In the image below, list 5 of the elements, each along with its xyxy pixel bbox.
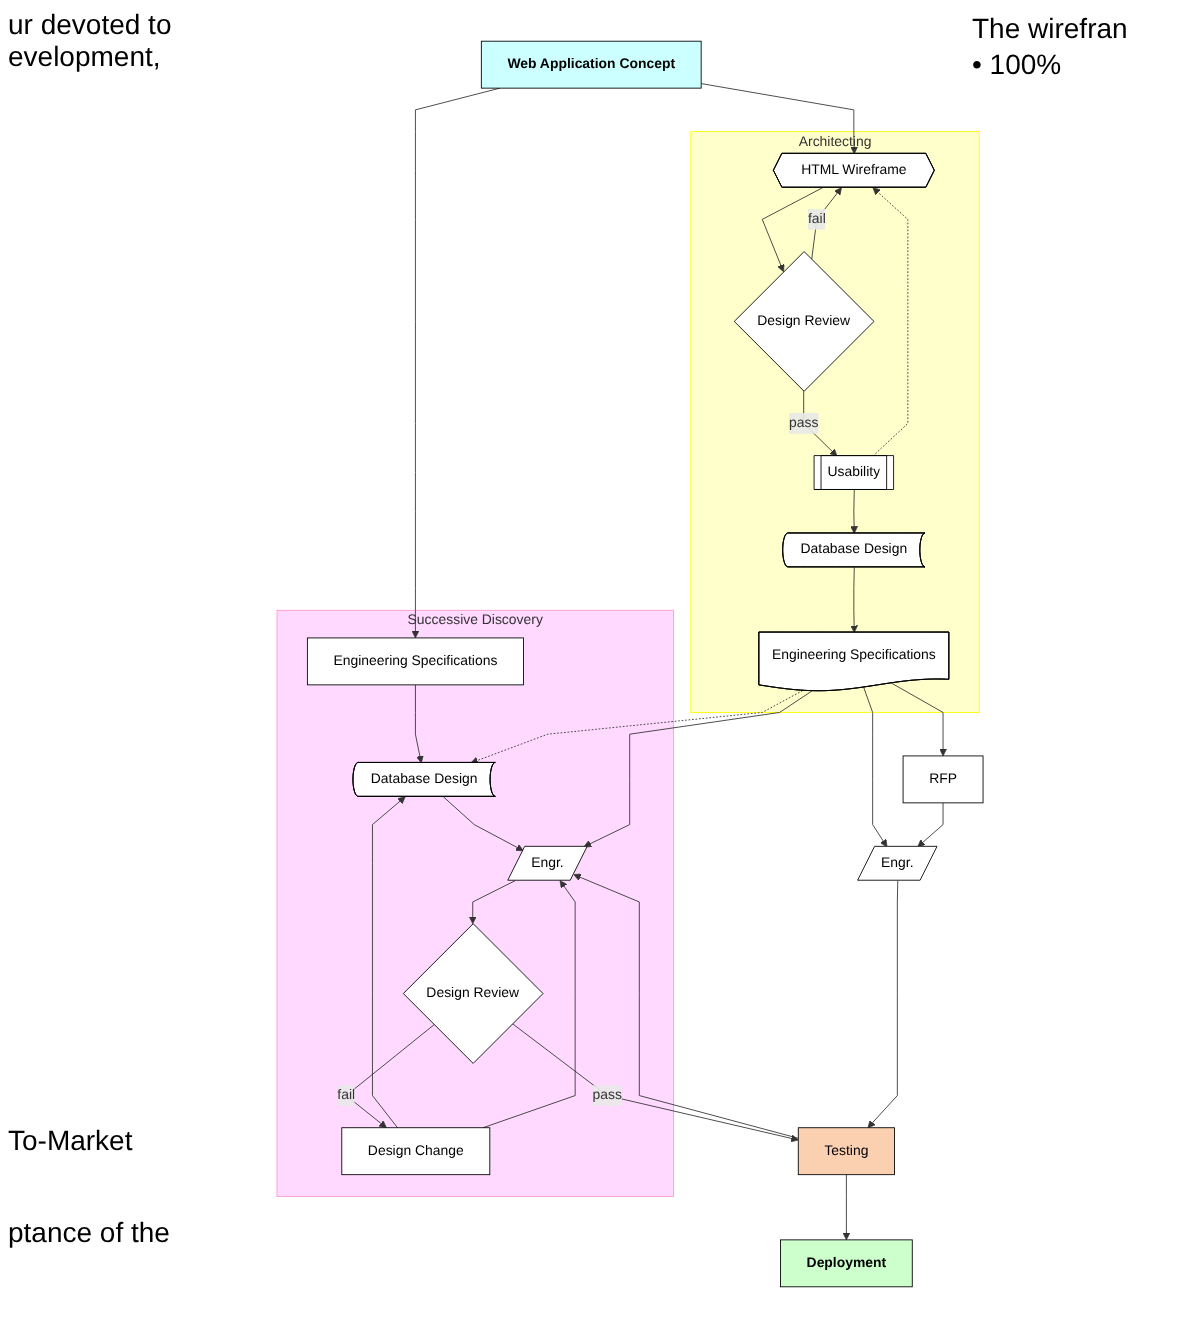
text-fragment: ptance of the <box>8 1216 172 1248</box>
text-fragment: • 100% <box>972 48 1064 80</box>
text-fragment: ur devoted to evelopment, <box>8 8 174 72</box>
text-fragment: To-Market <box>8 1124 135 1156</box>
text-fragment: The wirefran <box>972 12 1130 44</box>
